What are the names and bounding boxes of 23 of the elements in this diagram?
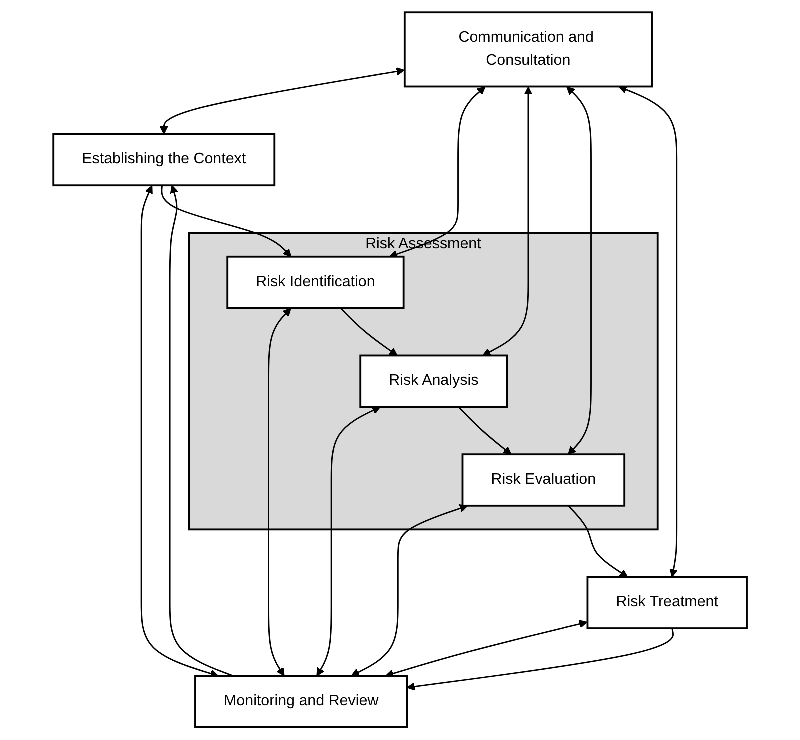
node-box: Risk Analysis [359, 354, 508, 408]
arrow [568, 505, 628, 578]
arrow [458, 406, 512, 455]
node-box: Risk Identification [226, 256, 404, 310]
arrow [340, 308, 398, 356]
node-box: Establishing the Context [52, 133, 276, 187]
node-box: Risk Treatment [586, 576, 748, 630]
arrow [566, 86, 592, 455]
arrow [618, 86, 678, 578]
node-box: Communication and Consultation [404, 12, 653, 88]
arrow [169, 185, 234, 677]
arrow [140, 186, 218, 678]
arrow [160, 186, 292, 258]
arrow [160, 68, 405, 135]
arrow [406, 628, 674, 691]
arrow [350, 504, 468, 676]
arrow [389, 86, 486, 258]
arrow [268, 308, 292, 676]
node-box: Monitoring and Review [194, 675, 408, 728]
arrow [316, 406, 380, 676]
node-box: Risk Evaluation [461, 454, 626, 507]
arrow [482, 86, 532, 356]
arrow [385, 620, 588, 678]
